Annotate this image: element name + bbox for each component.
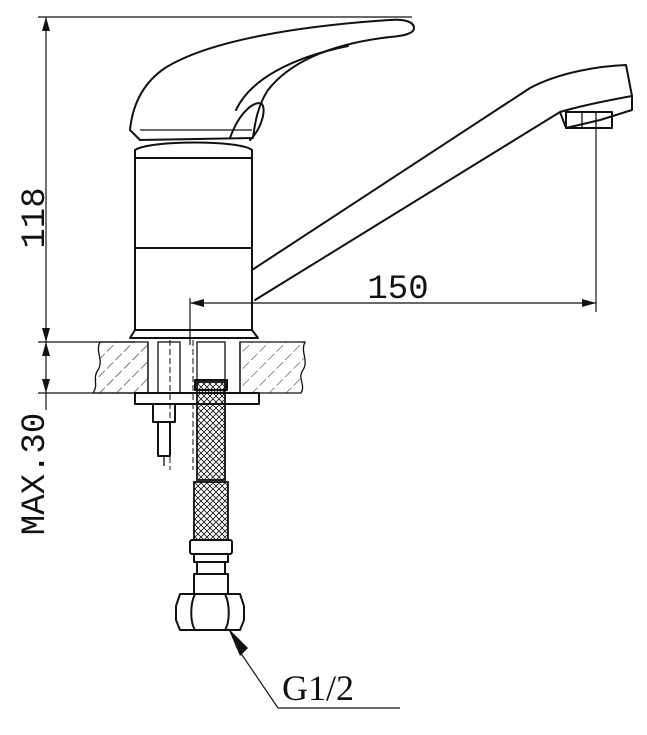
lever-handle bbox=[129, 18, 415, 141]
faucet-body bbox=[129, 141, 259, 339]
spout-reach-dimension: 150 bbox=[189, 128, 597, 345]
height-dimension: 118 bbox=[17, 16, 412, 343]
mount-thickness-dimension: MAX.30 bbox=[17, 342, 135, 535]
thread-label: G1/2 bbox=[282, 668, 354, 708]
spout-reach-label: 150 bbox=[367, 271, 428, 309]
spout bbox=[251, 64, 633, 301]
height-dimension-label: 118 bbox=[17, 187, 55, 248]
countertop-section bbox=[91, 341, 307, 394]
supply-hose bbox=[189, 379, 233, 595]
hex-nut bbox=[175, 593, 245, 631]
thread-callout: G1/2 bbox=[228, 628, 400, 709]
mount-thickness-label: MAX.30 bbox=[17, 413, 55, 535]
